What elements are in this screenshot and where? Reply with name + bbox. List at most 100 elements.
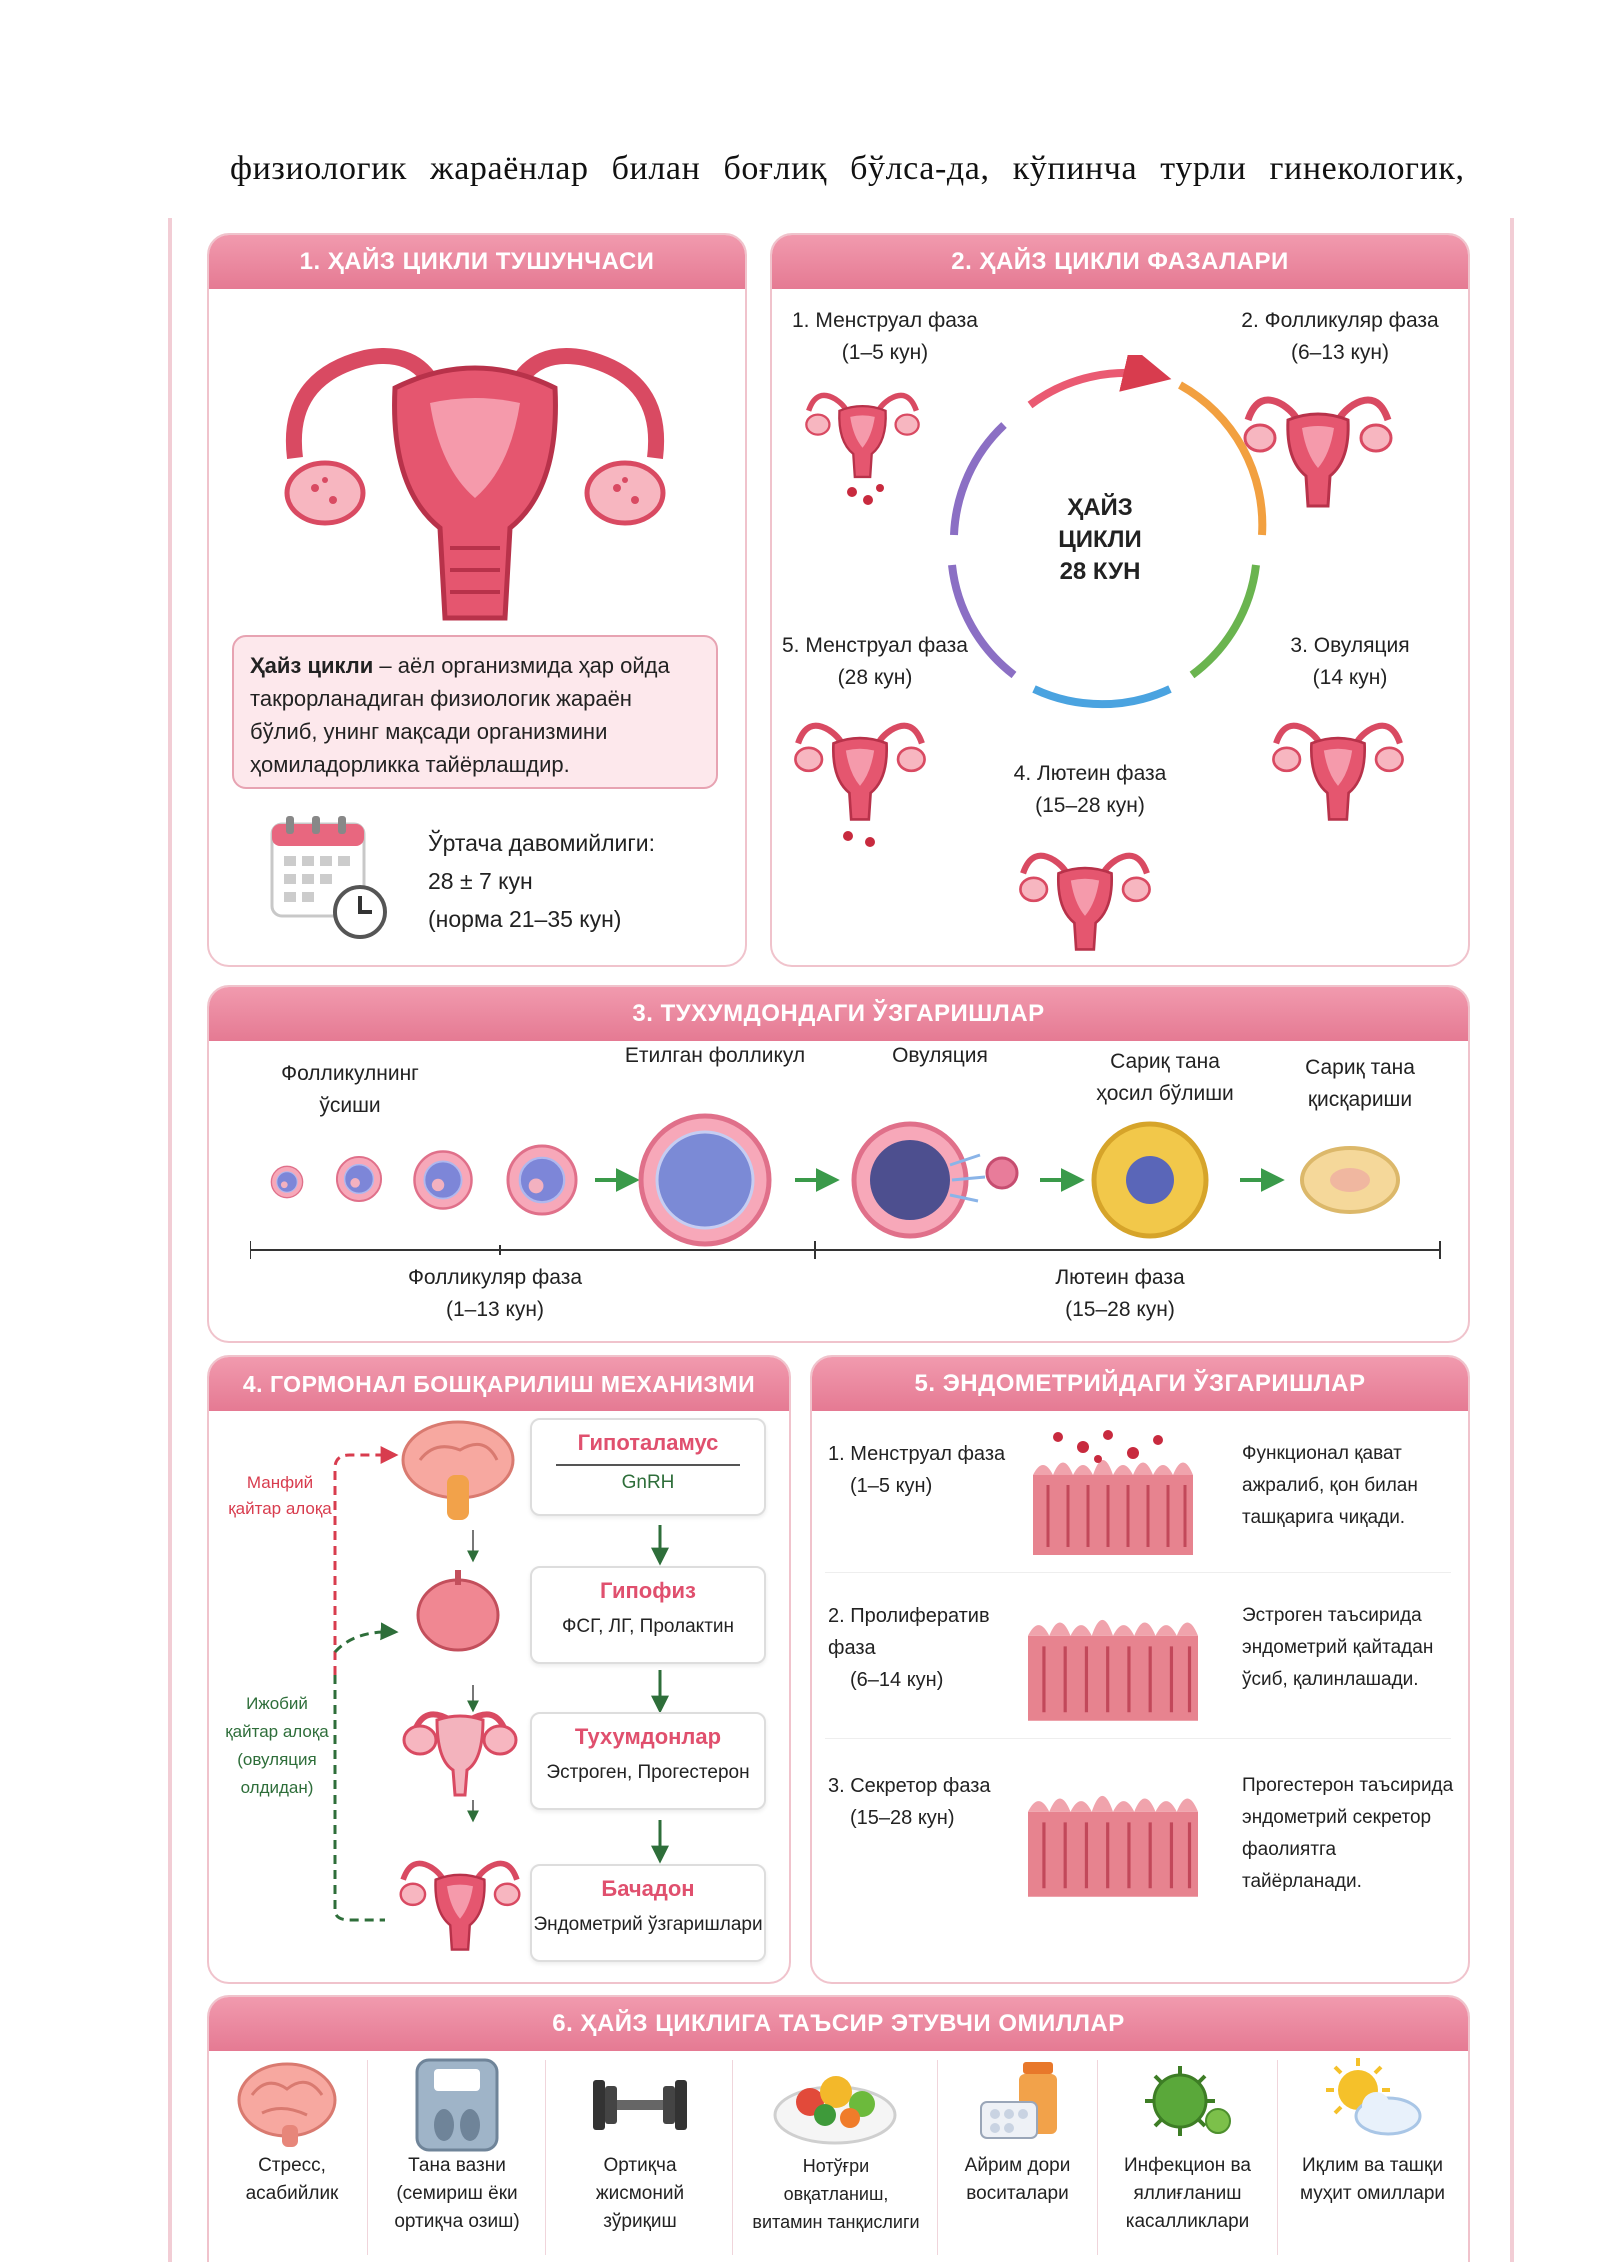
- negative-feedback-1: Манфий: [246, 1473, 314, 1492]
- endo-row-divider-2: [825, 1738, 1451, 1739]
- endo-row-3-phase: 3. Секретор фаза(15–28 кун): [828, 1770, 1038, 1834]
- pituitary-hormones: ФСГ, ЛГ, Пролактин: [561, 1616, 735, 1637]
- phase-4-days: (15–28 кун): [1035, 794, 1145, 817]
- label-follicle-growth-1: Фолликулнинг: [281, 1062, 419, 1085]
- factor-divider-5: [1097, 2060, 1098, 2255]
- ovary-stages-diagram: [250, 1113, 1441, 1259]
- duration-block: Ўртача давомийлиги: 28 ± 7 кун (норма 21…: [428, 824, 718, 938]
- uterus-small-icon: [401, 1863, 520, 1949]
- endo-row-3-desc-2: эндометрий секретор: [1242, 1807, 1432, 1828]
- luteal-phase-name: Лютеин фаза: [1055, 1266, 1185, 1289]
- cycle-wheel: ҲАЙЗ ЦИКЛИ 28 КУН: [948, 355, 1267, 709]
- dumbbell-icon: [593, 2080, 687, 2130]
- released-ovum: [985, 1156, 1019, 1190]
- intro-text-line: физиологик жараёнлар билан боғлиқ бўлса-…: [230, 150, 1465, 187]
- phase-2-days: (6–13 кун): [1290, 341, 1390, 364]
- brain-icon: [237, 2062, 337, 2147]
- factor-infection-l1: Инфекцион ва: [1124, 2155, 1251, 2176]
- endo-row-3-desc-1: Прогестерон таъсирида: [1242, 1775, 1454, 1796]
- phase-3-label: 3. Овуляция (14 кун): [1255, 630, 1445, 694]
- positive-feedback-3: (овуляция: [237, 1750, 317, 1769]
- medicine-icon: [980, 2062, 1057, 2139]
- uterus-luteal-icon: [1005, 838, 1165, 953]
- endo-row-divider-1: [825, 1572, 1451, 1573]
- label-corpus-luteum-forming-2: ҳосил бўлиши: [1096, 1082, 1234, 1105]
- panel-influencing-factors-title: 6. ҲАЙЗ ЦИКЛИГА ТАЪСИР ЭТУВЧИ ОМИЛЛАР: [209, 1997, 1468, 2051]
- virus-icon: [1145, 2066, 1231, 2136]
- endometrium-menstrual-illustration: [1031, 1430, 1195, 1555]
- follicle-stage-3: [413, 1150, 473, 1210]
- label-corpus-luteum-regressing-1: Сариқ тана: [1305, 1056, 1415, 1079]
- uterus-title: Бачадон: [601, 1876, 695, 1901]
- uterus-follicular-icon: [1238, 380, 1398, 510]
- follicular-phase-days: (1–13 кун): [445, 1298, 545, 1321]
- follicular-phase-bracket-label: Фолликуляр фаза (1–13 кун): [380, 1262, 610, 1326]
- factor-divider-1: [367, 2060, 368, 2255]
- cycle-definition-box: Ҳайз цикли – аёл организмида ҳар ойда та…: [232, 635, 718, 789]
- duration-label: Ўртача давомийлиги:: [428, 830, 655, 856]
- phase-5-name: 5. Менструал фаза: [782, 634, 968, 657]
- label-corpus-luteum-regressing-2: қисқариши: [1307, 1088, 1413, 1111]
- factor-climate-l2: муҳит омиллари: [1299, 2183, 1446, 2204]
- endo-row-2-desc-1: Эстроген таъсирида: [1242, 1605, 1422, 1626]
- uterus-changes: Эндометрий ўзгаришлари: [533, 1914, 763, 1935]
- endo-row-1-days: (1–5 кун): [850, 1475, 933, 1497]
- endo-row-1-desc-3: ташқарига чиқади.: [1242, 1507, 1406, 1528]
- phase-3-name: 3. Овуляция: [1290, 634, 1410, 657]
- phase-3-days: (14 кун): [1312, 666, 1388, 689]
- pituitary-title: Гипофиз: [600, 1578, 696, 1603]
- endo-row-2-desc-3: ўсиб, қалинлашади.: [1242, 1669, 1419, 1690]
- endometrium-proliferative-illustration: [1028, 1618, 1198, 1722]
- duration-norm: (норма 21–35 кун): [428, 906, 622, 932]
- cycle-center-line3: 28 КУН: [1060, 558, 1141, 585]
- factor-divider-3: [732, 2060, 733, 2255]
- ovaries-icon: [402, 1711, 518, 1797]
- factor-divider-4: [937, 2060, 938, 2255]
- endo-row-1-phase: 1. Менструал фаза (1–5 кун): [828, 1438, 1028, 1502]
- factor-divider-6: [1277, 2060, 1278, 2255]
- cycle-center-line2: ЦИКЛИ: [1058, 526, 1142, 553]
- endo-row-2-desc: Эстроген таъсирида эндометрий қайтадан ўси…: [1242, 1600, 1452, 1696]
- uterus-menstrual-icon: [800, 380, 925, 505]
- hypothalamus-hormone: GnRH: [556, 1464, 740, 1494]
- phase-1-days: (1–5 кун): [841, 341, 929, 364]
- weather-icon: [1326, 2058, 1422, 2136]
- phase-5-label: 5. Менструал фаза(28 кун): [770, 630, 980, 694]
- endo-row-1-name: 1. Менструал фаза: [828, 1443, 1006, 1465]
- endo-row-2-name: 2. Пролифератив фаза: [828, 1605, 990, 1659]
- phase-1-label: 1. Менструал фаза (1–5 кун): [780, 305, 990, 369]
- calendar-clock-icon: [270, 816, 387, 939]
- factor-infection-l3: касалликлари: [1125, 2211, 1250, 2232]
- positive-feedback-2: қайтар алоқа: [225, 1722, 329, 1741]
- duration-value: 28 ± 7 кун: [428, 868, 533, 894]
- panel-endometrium-changes: 5. ЭНДОМЕТРИЙДАГИ ЎЗГАРИШЛАР: [810, 1355, 1470, 1984]
- phase-2-label: 2. Фолликуляр фаза(6–13 кун): [1220, 305, 1460, 369]
- phase-4-label: 4. Лютеин фаза(15–28 кун): [985, 758, 1195, 822]
- label-corpus-luteum-regressing: Сариқ тана қисқариши: [1270, 1052, 1450, 1116]
- cycle-center-line1: ҲАЙЗ: [1067, 493, 1133, 521]
- factor-stress-l1: Стресс,: [258, 2155, 326, 2176]
- endo-row-2-desc-2: эндометрий қайтадан: [1242, 1637, 1434, 1658]
- luteal-phase-days: (15–28 кун): [1065, 1298, 1175, 1321]
- definition-text: – аёл организмида ҳар ойда такрорланадиг…: [250, 653, 670, 777]
- factor-physical-l3: зўриқиш: [603, 2211, 677, 2232]
- follicular-phase-name: Фолликуляр фаза: [407, 1266, 583, 1289]
- factor-nutrition-l2: овқатланиш,: [783, 2184, 889, 2204]
- endo-row-3-desc-3: фаолиятга тайёрланади.: [1242, 1839, 1362, 1892]
- factor-medicine-label: Айрим дори воситалари: [940, 2152, 1095, 2208]
- phase-1-name: 1. Менструал фаза: [792, 309, 978, 332]
- factor-weight-l1: Тана вазни: [408, 2155, 506, 2176]
- factor-medicine-l2: воситалари: [966, 2183, 1069, 2204]
- ovaries-hormones: Эстроген, Прогестерон: [546, 1762, 750, 1783]
- factor-medicine-l1: Айрим дори: [964, 2155, 1071, 2176]
- ovaries-title: Тухумдонлар: [574, 1724, 722, 1749]
- panel-hormonal-regulation-title: 4. ГОРМОНАЛ БОШҚАРИЛИШ МЕХАНИЗМИ: [209, 1357, 789, 1411]
- uterus-ovulation-icon: [1258, 708, 1418, 823]
- food-plate-icon: [773, 2076, 897, 2145]
